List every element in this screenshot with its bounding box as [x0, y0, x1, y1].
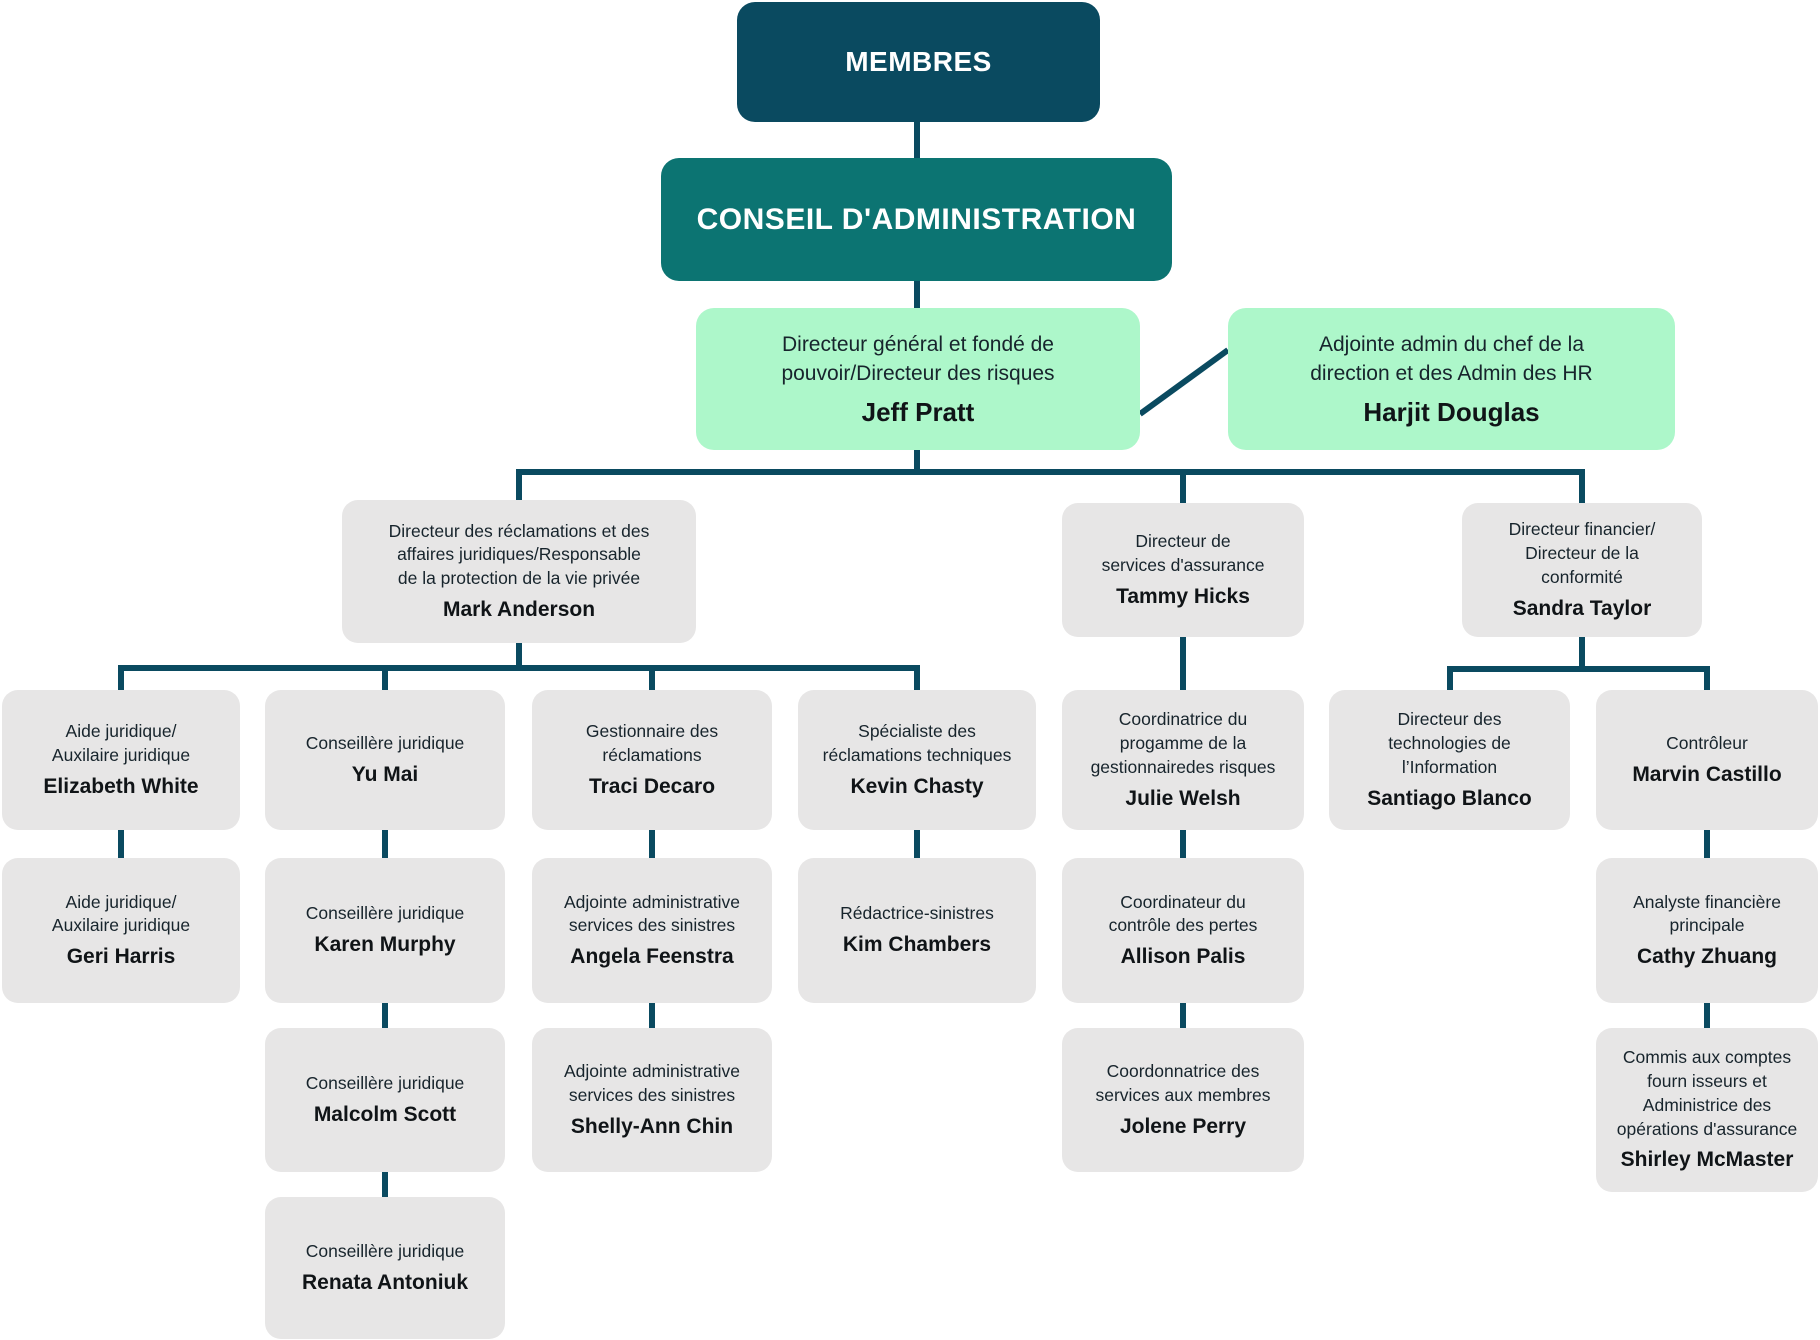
org-node-jeff-pratt: Directeur général et fondé de pouvoir/Di… [696, 308, 1140, 450]
role-title: Aide juridique/ Auxilaire juridique [51, 721, 191, 765]
org-node-label: MEMBRES [845, 46, 992, 77]
role-title: Spécialiste des réclamations techniques [822, 721, 1012, 765]
person-name: Yu Mai [351, 762, 419, 786]
person-name: Harjit Douglas [1363, 396, 1540, 427]
org-node-renata-antoniuk: Conseillère juridique Renata Antoniuk [265, 1197, 505, 1339]
org-node-cathy-zhuang: Analyste financière principale Cathy Zhu… [1596, 858, 1818, 1003]
person-name: Cathy Zhuang [1637, 945, 1777, 969]
role-title: Coordonnatrice des services aux membres [1095, 1061, 1271, 1105]
org-node-santiago-blanco: Directeur des technologies de l’Informat… [1329, 690, 1570, 830]
org-node-geri-harris: Aide juridique/ Auxilaire juridique Geri… [2, 858, 240, 1003]
role-title: Conseillère juridique [305, 1240, 465, 1261]
person-name: Angela Feenstra [570, 945, 734, 969]
org-node-shelly-ann-chin: Adjointe administrative services des sin… [532, 1028, 772, 1172]
org-node-yu-mai: Conseillère juridique Yu Mai [265, 690, 505, 830]
role-title: Coordinatrice du progamme de la gestionn… [1090, 709, 1276, 777]
org-node-julie-welsh: Coordinatrice du progamme de la gestionn… [1062, 690, 1304, 830]
org-node-jolene-perry: Coordonnatrice des services aux membres … [1062, 1028, 1304, 1172]
role-title: Directeur des réclamations et des affair… [388, 520, 650, 589]
org-node-marvin-castillo: Contrôleur Marvin Castillo [1596, 690, 1818, 830]
role-title: Directeur de services d'assurance [1101, 531, 1265, 575]
org-node-label: CONSEIL D'ADMINISTRATION [696, 202, 1137, 236]
org-node-kevin-chasty: Spécialiste des réclamations techniques … [798, 690, 1036, 830]
org-node-elizabeth-white: Aide juridique/ Auxilaire juridique Eliz… [2, 690, 240, 830]
org-node-shirley-mcmaster: Commis aux comptes fourn isseurs et Admi… [1596, 1028, 1818, 1192]
role-title: Directeur des technologies de l’Informat… [1388, 709, 1511, 777]
org-node-malcolm-scott: Conseillère juridique Malcolm Scott [265, 1028, 505, 1172]
person-name: Julie Welsh [1125, 786, 1241, 810]
org-node-tammy-hicks: Directeur de services d'assurance Tammy … [1062, 503, 1304, 637]
person-name: Mark Anderson [442, 598, 596, 622]
org-node-conseil-administration: CONSEIL D'ADMINISTRATION [661, 158, 1172, 281]
role-title: Adjointe administrative services des sin… [563, 891, 741, 936]
org-node-allison-palis: Coordinateur du contrôle des pertes Alli… [1062, 858, 1304, 1003]
role-title: Adjointe admin du chef de la direction e… [1310, 332, 1593, 386]
person-name: Jolene Perry [1119, 1114, 1247, 1138]
role-title: Directeur général et fondé de pouvoir/Di… [781, 332, 1055, 386]
person-name: Tammy Hicks [1116, 584, 1250, 608]
org-node-mark-anderson: Directeur des réclamations et des affair… [342, 500, 696, 643]
person-name: Elizabeth White [43, 774, 199, 798]
person-name: Kim Chambers [842, 933, 992, 957]
person-name: Allison Palis [1120, 945, 1246, 969]
role-title: Conseillère juridique [305, 1072, 465, 1093]
person-name: Marvin Castillo [1632, 762, 1782, 786]
person-name: Jeff Pratt [861, 396, 975, 427]
person-name: Malcolm Scott [313, 1102, 457, 1126]
person-name: Kevin Chasty [850, 774, 984, 798]
role-title: Aide juridique/ Auxilaire juridique [51, 891, 191, 936]
role-title: Commis aux comptes fourn isseurs et Admi… [1616, 1047, 1798, 1139]
org-node-membres: MEMBRES [737, 2, 1100, 122]
person-name: Geri Harris [66, 945, 176, 969]
org-node-harjit-douglas: Adjointe admin du chef de la direction e… [1228, 308, 1675, 450]
role-title: Conseillère juridique [305, 732, 465, 753]
org-node-kim-chambers: Rédactrice-sinistres Kim Chambers [798, 858, 1036, 1003]
org-node-karen-murphy: Conseillère juridique Karen Murphy [265, 858, 505, 1003]
org-node-traci-decaro: Gestionnaire des réclamations Traci Deca… [532, 690, 772, 830]
role-title: Rédactrice-sinistres [840, 903, 994, 924]
person-name: Sandra Taylor [1512, 596, 1652, 620]
person-name: Santiago Blanco [1367, 786, 1532, 810]
role-title: Coordinateur du contrôle des pertes [1108, 891, 1258, 936]
role-title: Conseillère juridique [305, 903, 465, 924]
person-name: Renata Antoniuk [301, 1270, 469, 1294]
person-name: Traci Decaro [588, 774, 716, 798]
org-node-angela-feenstra: Adjointe administrative services des sin… [532, 858, 772, 1003]
role-title: Directeur financier/ Directeur de la con… [1508, 519, 1656, 587]
role-title: Gestionnaire des réclamations [585, 721, 719, 765]
person-name: Shelly-Ann Chin [570, 1114, 734, 1138]
role-title: Contrôleur [1666, 732, 1748, 753]
role-title: Analyste financière principale [1633, 891, 1781, 936]
person-name: Shirley McMaster [1620, 1148, 1794, 1172]
person-name: Karen Murphy [314, 933, 456, 957]
role-title: Adjointe administrative services des sin… [563, 1061, 741, 1105]
org-node-sandra-taylor: Directeur financier/ Directeur de la con… [1462, 503, 1702, 637]
